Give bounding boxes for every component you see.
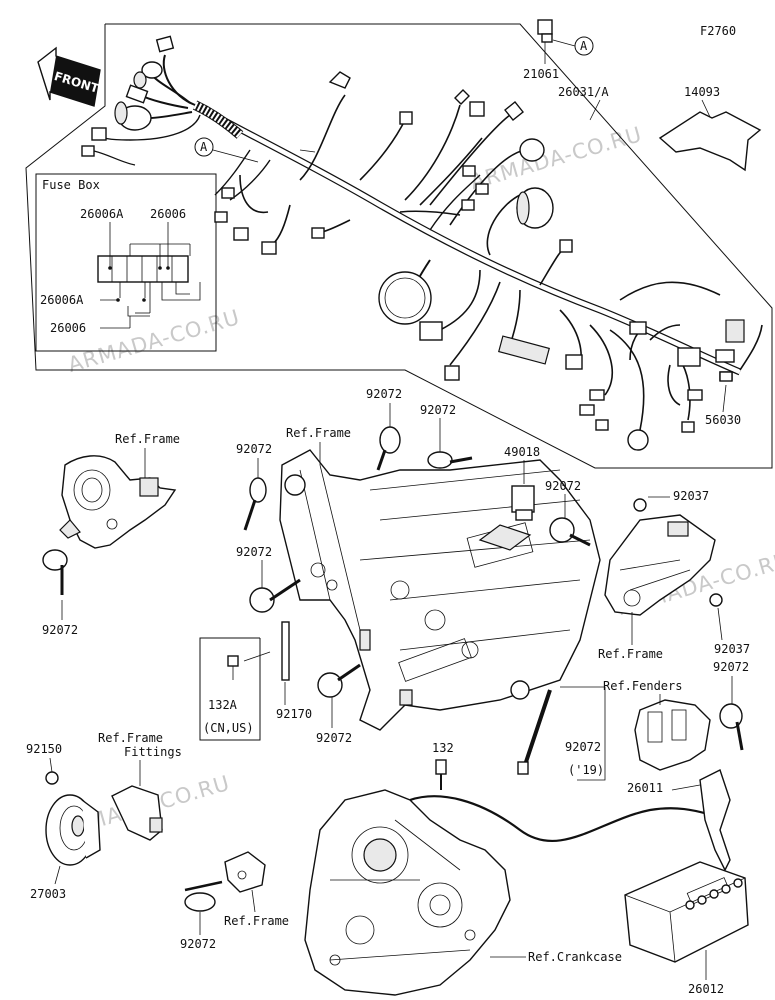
label-ref-frame-fittings-1: Ref.Frame: [98, 731, 163, 745]
label-92072-a: 92072: [236, 442, 272, 456]
label-92072-e: 92072: [545, 479, 581, 493]
box-132A: 132A (CN,US) 92170: [199, 621, 312, 741]
label-ref-fenders: Ref.Fenders: [603, 679, 682, 693]
part-14093: 14093: [658, 85, 762, 172]
fuse-box-inset: Fuse Box 26006A 26006 26006A 26006: [35, 173, 217, 352]
ref-mark-a-top: A: [537, 19, 594, 56]
label-26031: 26031/A: [558, 85, 609, 99]
label-92150: 92150: [26, 742, 62, 756]
label-26011: 26011: [627, 781, 663, 795]
label-26006A-top: 26006A: [80, 207, 124, 221]
label-92072-c: 92072: [420, 403, 456, 417]
ref-mark-a-left-label: A: [200, 140, 208, 154]
clamp-f: 92072: [316, 663, 361, 745]
clamp-c: 92072: [420, 403, 473, 469]
ground-cable-26011: 132 26011: [409, 741, 731, 872]
label-92072-d: 92072: [236, 545, 272, 559]
clamp-a: 92072: [236, 442, 272, 531]
label-92072-f: 92072: [316, 731, 352, 745]
harness-boundary: [25, 23, 773, 469]
label-ref-frame-right: Ref.Frame: [598, 647, 663, 661]
clamp-b: 92072: [366, 387, 402, 471]
clamp-d: 92072: [236, 545, 301, 613]
frame-left-bracket: [59, 455, 177, 549]
label-92072-19-note: ('19): [568, 763, 604, 777]
label-92072-bottom: 92072: [180, 937, 216, 951]
figure-code: F2760: [700, 24, 736, 38]
clamp-e: 92072: [545, 479, 591, 547]
label-ref-crankcase: Ref.Crankcase: [528, 950, 622, 964]
watermark-2: ARMADA-CO.RU: [467, 122, 644, 194]
clamp-19: 92072 ('19): [517, 686, 606, 781]
bottom-bracket: Ref.Frame 92072: [180, 851, 289, 951]
clamp-left: 92072: [42, 549, 78, 637]
label-21061: 21061: [523, 67, 559, 81]
label-132: 132: [432, 741, 454, 755]
front-arrow-icon: FRONT: [37, 46, 101, 107]
label-26006A-left: 26006A: [40, 293, 84, 307]
crankcase: [304, 789, 511, 996]
horn-fittings: Ref.Frame Fittings: [98, 731, 182, 841]
label-26006-bottom: 26006: [50, 321, 86, 335]
frame-right-bracket: 92037 92037: [604, 489, 750, 656]
fuse-box-title: Fuse Box: [42, 178, 100, 192]
label-92072-19: 92072: [565, 740, 601, 754]
main-wiring-harness: [81, 35, 763, 451]
label-92072-left: 92072: [42, 623, 78, 637]
label-49018: 49018: [504, 445, 540, 459]
label-ref-frame-fittings-2: Fittings: [124, 745, 182, 759]
clamp-g: 92072: [713, 660, 749, 751]
label-ref-frame-center: Ref.Frame: [286, 426, 351, 440]
label-56030: 56030: [705, 413, 741, 427]
label-14093: 14093: [684, 85, 720, 99]
label-26012: 26012: [688, 982, 724, 996]
label-ref-frame-bottom: Ref.Frame: [224, 914, 289, 928]
label-27003: 27003: [30, 887, 66, 901]
label-26006-top: 26006: [150, 207, 186, 221]
horn-27003: 92150 27003: [26, 742, 101, 901]
label-92072-g: 92072: [713, 660, 749, 674]
ref-mark-a-left: A: [194, 137, 259, 163]
label-92072-b: 92072: [366, 387, 402, 401]
label-92037-bottom: 92037: [714, 642, 750, 656]
label-92037-top: 92037: [673, 489, 709, 503]
label-132A: 132A: [208, 698, 238, 712]
label-92170: 92170: [276, 707, 312, 721]
label-132A-note: (CN,US): [203, 721, 254, 735]
fender-bracket: Ref.Fenders: [603, 679, 711, 771]
part-49018: 49018: [504, 445, 540, 521]
label-ref-frame-left: Ref.Frame: [115, 432, 180, 446]
battery-26012: 26012: [624, 861, 749, 996]
ref-mark-a-top-label: A: [580, 39, 588, 53]
